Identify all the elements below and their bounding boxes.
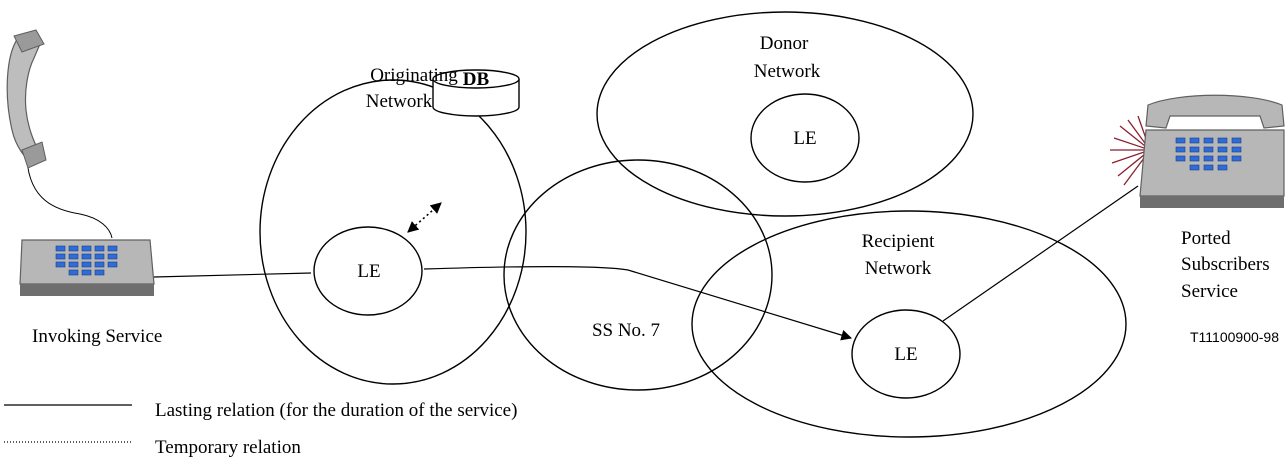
legend-lasting-label: Lasting relation (for the duration of th… [155,400,517,421]
originating-network-title: Originating [370,65,458,86]
recipient-network-ellipse [691,210,1127,438]
routing-arrow [423,265,853,341]
temporary-relation-line [407,202,442,233]
database-icon [432,69,520,117]
donor-le-node [750,93,860,183]
donor-network-ellipse [596,11,974,217]
invoking-service-label: Invoking Service [32,326,162,347]
le-to-ported-line [942,185,1139,322]
originating-le-node [313,226,423,316]
recipient-network-subtitle: Network [865,258,932,279]
legend-temporary-label: Temporary relation [155,437,301,458]
originating-network-ellipse [259,79,527,385]
donor-network-title: Donor [760,33,809,54]
ported-label-line3: Service [1181,281,1238,302]
recipient-network-title: Recipient [862,231,936,252]
handset-icon [6,29,47,169]
database-label: DB [463,69,490,90]
telephone-icon [19,239,155,296]
originating-le-label: LE [357,261,380,282]
donor-le-label: LE [793,128,816,149]
ss7-network-ellipse [503,159,773,391]
recipient-le-label: LE [894,344,917,365]
ported-label-line2: Subscribers [1181,254,1270,275]
ported-label-line1: Ported [1181,228,1231,249]
donor-network-subtitle: Network [754,61,821,82]
telephone-ringing-icon [1110,94,1285,208]
invoking-to-le-line [153,272,312,278]
recipient-le-node [851,309,961,399]
handset-cord [26,159,113,239]
ss7-label: SS No. 7 [592,320,660,341]
originating-network-subtitle: Network [366,91,433,112]
figure-code: T11100900-98 [1190,329,1279,345]
